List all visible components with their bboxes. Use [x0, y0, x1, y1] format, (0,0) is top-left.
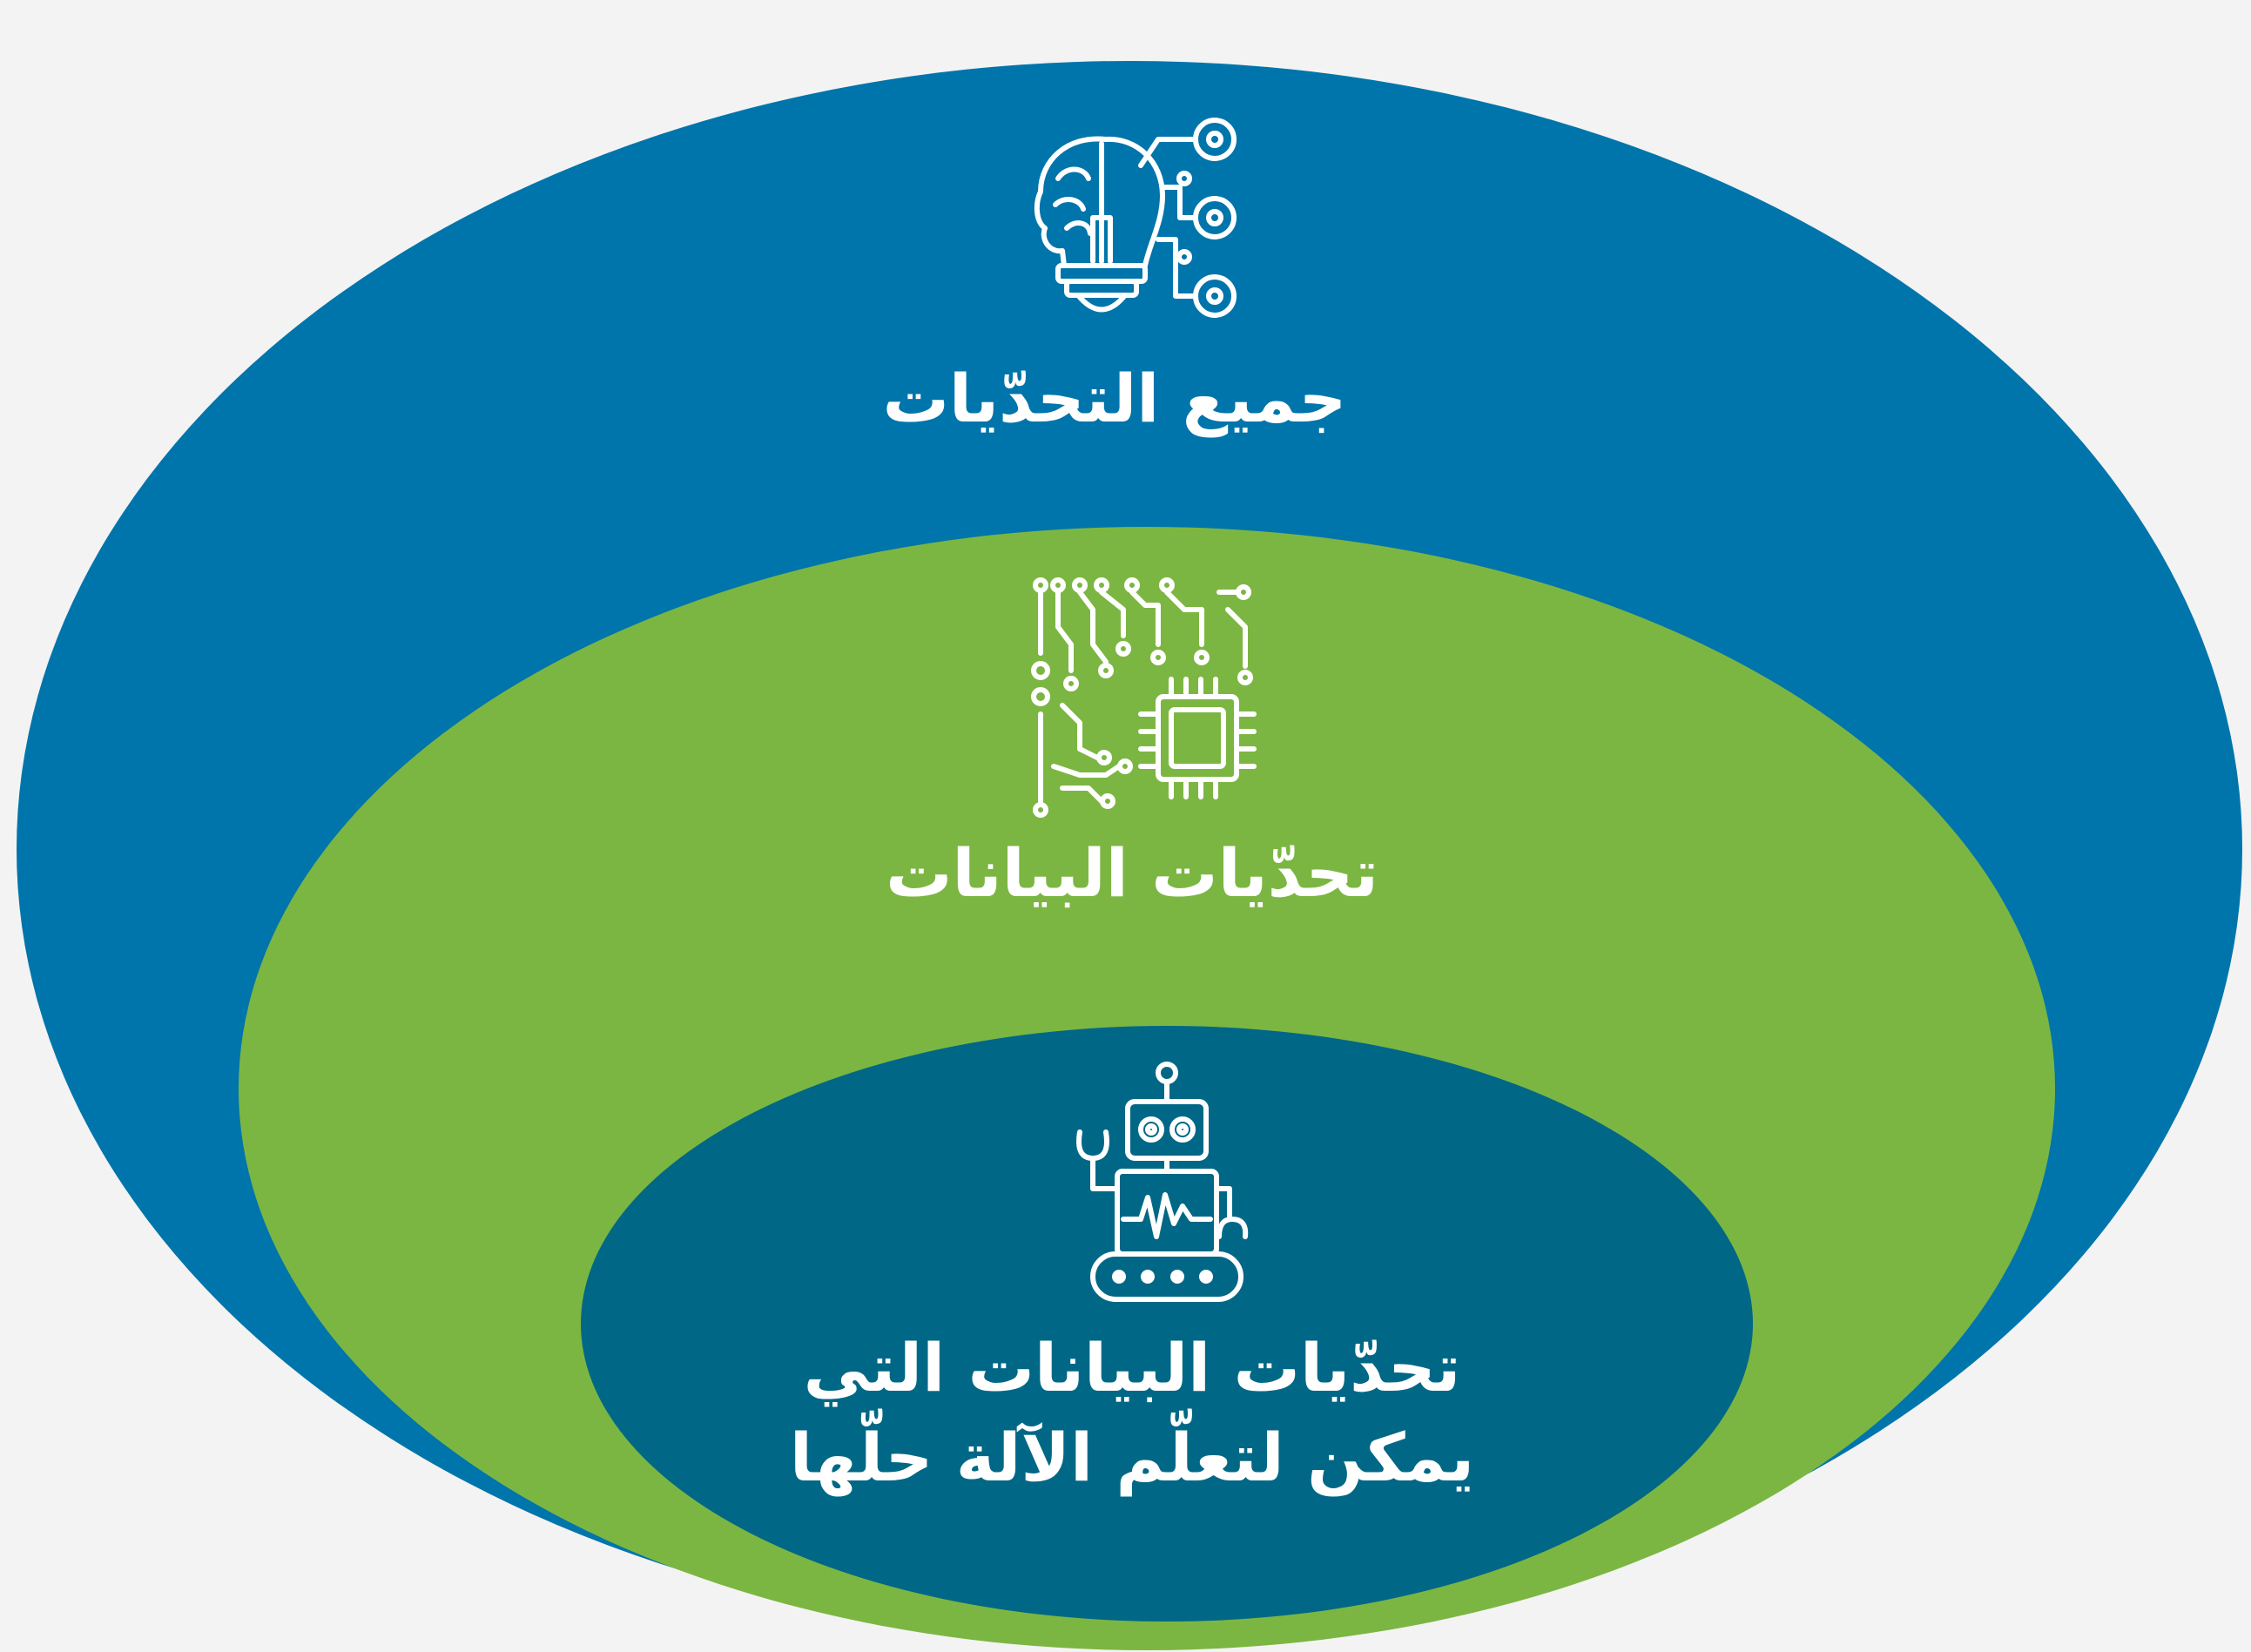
- inner-level-title-line1: تحدّيات البيانات التي: [803, 1329, 1461, 1406]
- inner-level-title-line2: يمكن لتعلّم الآلة حلّها: [789, 1418, 1475, 1496]
- outer-level-title: جميع التحدّيات: [882, 360, 1347, 437]
- inner-ellipse: [581, 1026, 1753, 1622]
- inner-level-title: تحدّيات البيانات التي يمكن لتعلّم الآلة …: [740, 1324, 1524, 1502]
- middle-level-title: تحدّيات البيانات: [886, 834, 1378, 912]
- robot-icon: [1076, 1062, 1249, 1302]
- circuit-chip-icon: [1031, 577, 1257, 818]
- ai-brain-circuit-icon: [1034, 118, 1237, 318]
